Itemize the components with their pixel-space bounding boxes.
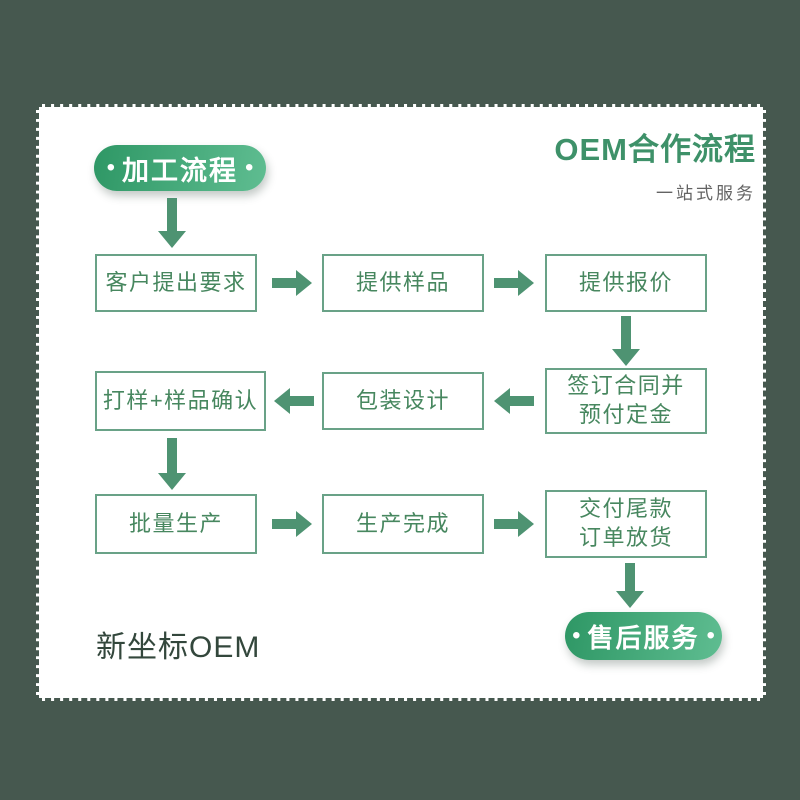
dot-icon: • — [106, 154, 115, 181]
arrow-down-icon — [158, 198, 186, 248]
arrow-right-icon — [494, 270, 534, 296]
after-sales-badge: • 售后服务 • — [565, 612, 722, 660]
flow-box-customer-requirements: 客户提出要求 — [95, 254, 257, 312]
start-badge-label: 加工流程 — [122, 155, 238, 186]
arrow-down-icon — [612, 316, 640, 366]
flow-box-production-complete: 生产完成 — [322, 494, 484, 554]
dot-icon: • — [245, 154, 254, 181]
flow-box-packaging-design: 包装设计 — [322, 372, 484, 430]
flow-box-mass-production: 批量生产 — [95, 494, 257, 554]
end-badge-label: 售后服务 — [587, 622, 700, 653]
flow-box-provide-samples: 提供样品 — [322, 254, 484, 312]
page-title: OEM合作流程 — [554, 132, 756, 167]
arrow-right-icon — [494, 511, 534, 537]
dot-icon: • — [572, 622, 581, 649]
brand-name: 新坐标OEM — [96, 631, 261, 664]
arrow-down-icon — [158, 438, 186, 490]
flow-box-proofing-sample-confirmation: 打样+样品确认 — [95, 371, 266, 431]
flow-box-provide-quotation: 提供报价 — [545, 254, 707, 312]
arrow-left-icon — [494, 388, 534, 414]
arrow-right-icon — [272, 511, 312, 537]
flow-box-sign-contract-deposit: 签订合同并 预付定金 — [545, 368, 707, 434]
arrow-down-icon — [616, 563, 644, 608]
page-subtitle: 一站式服务 — [656, 184, 756, 203]
process-start-badge: • 加工流程 • — [94, 145, 266, 191]
flow-box-final-payment-release: 交付尾款 订单放货 — [545, 490, 707, 558]
arrow-right-icon — [272, 270, 312, 296]
card-header: OEM合作流程 一站式服务 — [554, 124, 756, 204]
dot-icon: • — [706, 622, 715, 649]
arrow-left-icon — [274, 388, 314, 414]
